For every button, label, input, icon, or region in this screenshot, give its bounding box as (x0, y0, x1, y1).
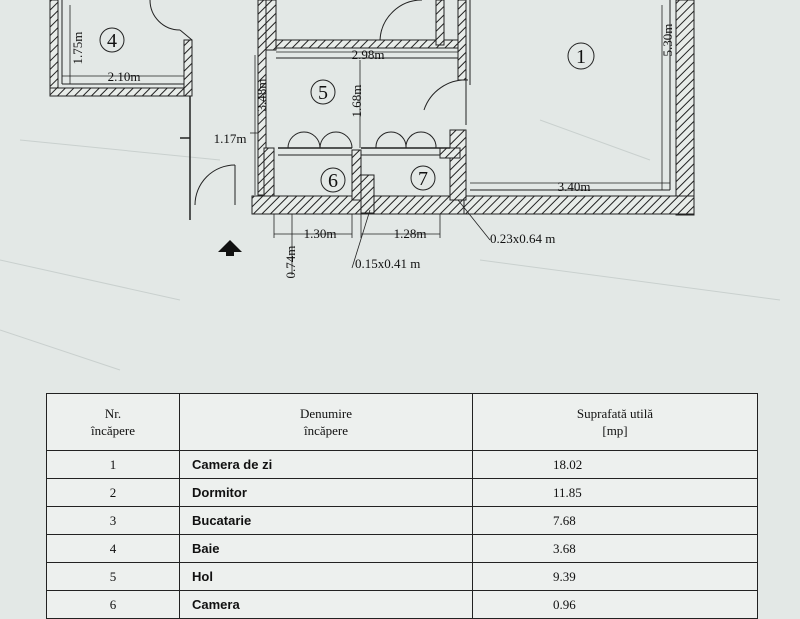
dim-1-17: 1.17m (214, 131, 247, 146)
dim-1-28: 1.28m (394, 226, 427, 241)
header-area-line1: Suprafată utilă (576, 406, 654, 421)
room-4-circle (99, 27, 125, 53)
dim-3-40: 3.40m (558, 179, 591, 194)
floor-plan: 4 1 5 6 7 1.75m 2.10m 3.48m 1.17m 2.98m … (0, 0, 781, 371)
cell-area: 3.68 (472, 534, 758, 563)
cell-name: Hol (179, 562, 473, 591)
room-5-number: 5 (318, 82, 328, 104)
dimension-lines (62, 5, 670, 275)
table-header-row: Nr. încăpere Denumire încăpere Suprafată… (46, 393, 758, 451)
cell-name: Camera (179, 590, 473, 619)
room-4-number: 4 (107, 30, 117, 52)
cell-area: 18.02 (472, 450, 758, 479)
cell-area: 11.85 (472, 478, 758, 507)
room-6-number: 6 (328, 170, 338, 192)
cell-area: 9.39 (472, 562, 758, 591)
dim-2-98: 2.98m (352, 47, 385, 62)
dim-2-10: 2.10m (108, 69, 141, 84)
cell-nr: 3 (46, 506, 180, 535)
header-room-name: Denumire încăpere (179, 393, 473, 451)
header-area-line2: [mp] (602, 423, 628, 438)
header-nr-line1: Nr. (104, 406, 122, 421)
rooms-6-7-walls (251, 129, 467, 215)
table-row: 4 Baie 3.68 (46, 534, 758, 563)
cell-name: Dormitor (179, 478, 473, 507)
header-usable-area: Suprafată utilă [mp] (472, 393, 758, 451)
dim-5-30: 5.30m (660, 24, 675, 57)
header-nr-line2: încăpere (90, 423, 136, 438)
dim-1-68: 1.68m (349, 85, 364, 118)
header-name-line1: Denumire (300, 406, 352, 421)
table-row: 1 Camera de zi 18.02 (46, 450, 758, 479)
dim-3-48: 3.48m (254, 79, 269, 112)
dimension-labels: 1.75m 2.10m 3.48m 1.17m 2.98m 1.68m 5.30… (70, 24, 675, 279)
table-row: 3 Bucatarie 7.68 (46, 506, 758, 535)
cell-name: Bucatarie (179, 506, 473, 535)
dim-0-23x0-64: 0.23x0.64 m (490, 231, 555, 246)
room-1-number: 1 (576, 46, 586, 68)
dim-0-15x0-41: 0.15x0.41 m (355, 256, 420, 271)
cell-nr: 2 (46, 478, 180, 507)
table-row: 5 Hol 9.39 (46, 562, 758, 591)
cell-name: Camera de zi (179, 450, 473, 479)
room-area-table: Nr. încăpere Denumire încăpere Suprafată… (46, 393, 758, 619)
areas-table: Nr. încăpere Denumire încăpere Suprafată… (46, 393, 758, 619)
room-numbers: 4 1 5 6 7 (99, 27, 595, 193)
cell-nr: 6 (46, 590, 180, 619)
central-walls (257, 0, 467, 196)
room-1-walls (423, 0, 695, 216)
room-7-number: 7 (418, 168, 428, 190)
room-5-circle (310, 79, 336, 105)
header-name-line2: încăpere (303, 423, 349, 438)
background-sketch (0, 119, 781, 371)
dim-1-75: 1.75m (70, 32, 85, 65)
cell-area: 7.68 (472, 506, 758, 535)
entrance-arrow-icon (218, 240, 242, 256)
cell-area: 0.96 (472, 590, 758, 619)
cell-nr: 4 (46, 534, 180, 563)
table-row: 6 Camera 0.96 (46, 590, 758, 619)
cell-name: Baie (179, 534, 473, 563)
header-room-number: Nr. încăpere (46, 393, 180, 451)
room-1-circle (567, 42, 595, 70)
room-4-walls (49, 0, 193, 97)
room-7-circle (410, 165, 436, 191)
table-row: 2 Dormitor 11.85 (46, 478, 758, 507)
dim-1-30: 1.30m (304, 226, 337, 241)
cell-nr: 5 (46, 562, 180, 591)
cell-nr: 1 (46, 450, 180, 479)
hall-walls (149, 0, 236, 220)
dim-0-74: 0.74m (283, 246, 298, 279)
room-6-circle (320, 167, 346, 193)
